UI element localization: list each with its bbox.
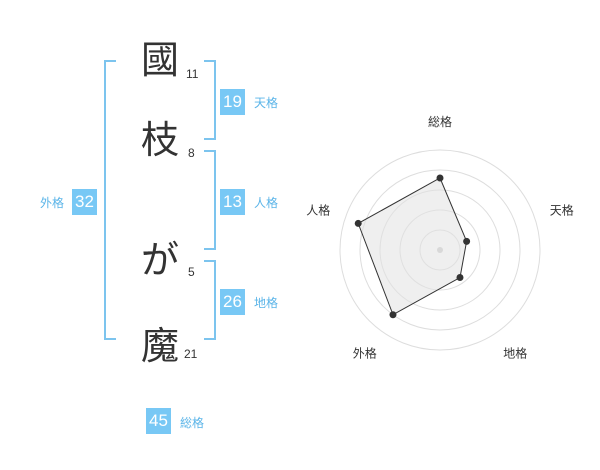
radar-value-polygon [357, 177, 468, 316]
chikaku-label: 地格 [254, 296, 279, 310]
radar-point-2 [456, 274, 464, 282]
name-char-4: 魔 [141, 324, 180, 368]
chikaku-value: 26 [220, 289, 245, 315]
tenkaku-label: 天格 [254, 96, 279, 110]
stroke-count-1: 11 [186, 67, 199, 81]
soukaku-value: 45 [146, 408, 171, 434]
radar-axis-label-0: 総格 [428, 114, 452, 129]
radar-axis-label-3: 外格 [353, 346, 377, 361]
stroke-count-4: 21 [184, 347, 198, 361]
gaikaku-label: 外格 [40, 196, 65, 210]
jinkaku-label: 人格 [254, 196, 279, 210]
name-char-1: 國 [141, 38, 180, 82]
radar-point-1 [463, 237, 471, 245]
jinkaku-value: 13 [220, 189, 245, 215]
jinkaku-bracket [204, 150, 216, 250]
stroke-count-3: 5 [188, 265, 195, 279]
stroke-count-2: 8 [188, 146, 195, 160]
tenkaku-value: 19 [220, 89, 245, 115]
soukaku-label: 総格 [180, 416, 205, 430]
radar-point-4 [354, 219, 362, 227]
tenkaku-bracket [204, 60, 216, 140]
radar-point-0 [436, 174, 444, 182]
radar-axis-label-2: 地格 [503, 346, 527, 361]
radar-point-3 [389, 311, 397, 319]
radar-axis-label-1: 天格 [550, 202, 574, 217]
chikaku-bracket [204, 260, 216, 340]
gaikaku-bracket [104, 60, 116, 340]
radar-axis-label-4: 人格 [306, 202, 330, 217]
name-char-3: が [141, 238, 180, 282]
gaikaku-value: 32 [72, 189, 97, 215]
name-char-2: 枝 [141, 118, 180, 162]
